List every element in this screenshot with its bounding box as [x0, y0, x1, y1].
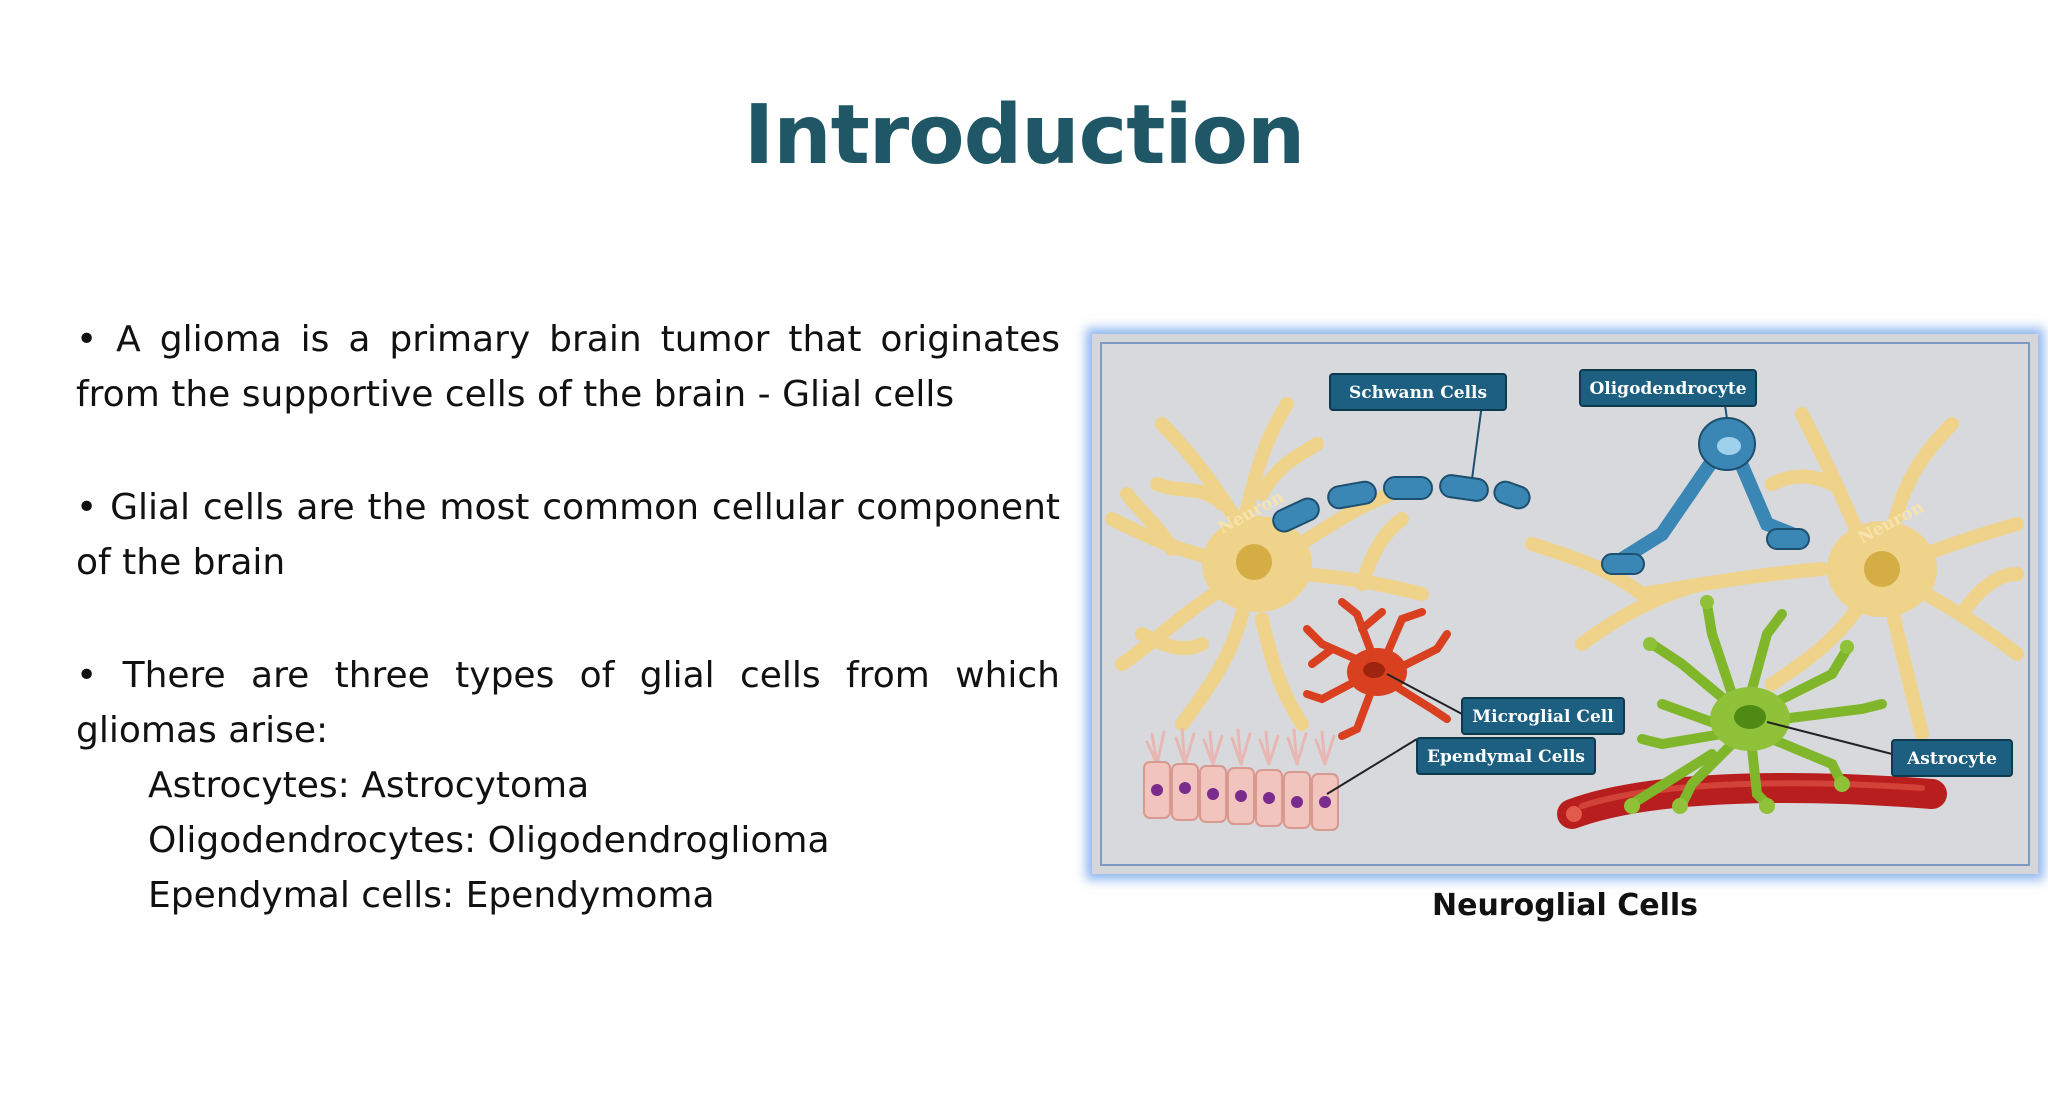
- figure-caption: Neuroglial Cells: [1431, 888, 1698, 923]
- label-schwann-cells: Schwann Cells: [1329, 373, 1507, 411]
- microglial-cell: [1303, 598, 1451, 740]
- svg-text:Schwann Cells: Schwann Cells: [1349, 383, 1487, 403]
- sub-item-oligodendrocytes: Oligodendrocytes: Oligodendroglioma: [148, 820, 830, 861]
- figure-image: Neuron Neuron: [1100, 342, 2030, 866]
- schwann-cells-chain: [1272, 474, 1531, 533]
- svg-text:Oligodendrocyte: Oligodendrocyte: [1589, 379, 1746, 399]
- oligodendrocyte: [1601, 383, 1810, 575]
- label-microglial-cell: Microglial Cell: [1461, 697, 1625, 735]
- bullet-glial-types: • There are three types of glial cells f…: [76, 655, 1060, 751]
- neuroglial-figure: Neuron Neuron: [1092, 334, 2038, 874]
- svg-text:Astrocyte: Astrocyte: [1906, 749, 1997, 769]
- neuroglial-illustration: Neuron Neuron: [1102, 344, 2028, 864]
- bullet-glioma-definition: • A glioma is a primary brain tumor that…: [76, 319, 1060, 415]
- label-astrocyte: Astrocyte: [1891, 739, 2013, 777]
- bullet-list: • A glioma is a primary brain tumor that…: [76, 312, 1060, 923]
- svg-text:Microglial Cell: Microglial Cell: [1472, 707, 1614, 727]
- svg-text:Ependymal Cells: Ependymal Cells: [1427, 747, 1585, 767]
- slide-title: Introduction: [743, 88, 1306, 183]
- label-oligodendrocyte: Oligodendrocyte: [1579, 369, 1757, 407]
- label-ependymal-cells: Ependymal Cells: [1416, 737, 1596, 775]
- sub-item-astrocytes: Astrocytes: Astrocytoma: [148, 765, 590, 806]
- blood-vessel: [1557, 773, 1947, 829]
- bullet-glial-cells: • Glial cells are the most common cellul…: [76, 487, 1060, 583]
- ependymal-cells: [1143, 727, 1339, 831]
- sub-item-ependymal: Ependymal cells: Ependymoma: [148, 875, 715, 916]
